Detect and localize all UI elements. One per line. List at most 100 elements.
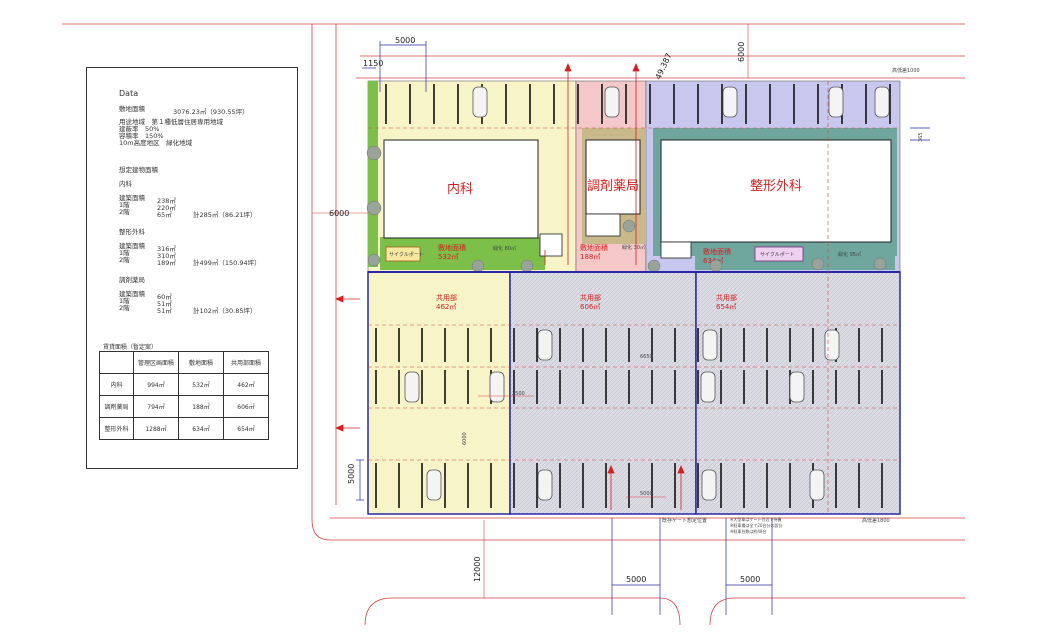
road-lines: [62, 23, 965, 626]
building-name: 整形外科: [119, 228, 145, 236]
bike-port-label: サイクルポート: [760, 251, 795, 258]
area-label: 建築面積: [119, 242, 145, 250]
building-annex: [660, 241, 692, 259]
panel-title: Data: [119, 89, 139, 98]
car-icon: [404, 371, 420, 403]
car-icon: [426, 469, 442, 501]
car-icon: [874, 86, 890, 118]
table-header-row: 管理区画面積 敷地面積 共用部面積: [99, 351, 269, 374]
total-value: 計102㎡（30.85坪）: [193, 307, 257, 315]
floor-label: 2階: [119, 304, 130, 312]
greening-label: 緑化 80㎡: [493, 245, 516, 252]
building-label-seikei: 整形外科: [750, 179, 802, 194]
dimension-lines: [356, 41, 930, 615]
building-naika: [383, 139, 539, 239]
total-value: 計499㎡（150.94坪）: [193, 259, 261, 267]
table-cell: 634㎡: [178, 417, 224, 440]
site-area-value: 3076.23㎡（930.55坪）: [173, 108, 249, 116]
bike-port: [385, 246, 421, 262]
data-panel: Data 敷地面積 3076.23㎡（930.55坪） 用途地域 第１種低層住居…: [86, 67, 298, 469]
common-area-value: 654㎡: [716, 303, 736, 311]
table-cell: 654㎡: [223, 417, 269, 440]
building-seikei: [660, 139, 892, 243]
gate-label: 既存ゲート想定位置: [662, 517, 707, 524]
gate-note: ※大型車はゲート付近で待機: [730, 516, 781, 522]
dim-label: 6650: [640, 354, 653, 360]
car-icon: [809, 469, 825, 501]
tree-icons: [366, 145, 887, 273]
car-icon: [700, 371, 716, 403]
table-header: 共用部面積: [223, 351, 269, 374]
floor-label: 1階: [119, 201, 130, 209]
car-icon: [604, 86, 620, 118]
table-row: 整形外科 1288㎡ 634㎡ 654㎡: [99, 417, 269, 440]
car-icon: [722, 86, 738, 118]
rental-area-title: 賃貸面積（暫定案）: [103, 344, 158, 351]
dim-label: 6000: [737, 42, 746, 62]
car-icon: [824, 329, 840, 361]
car-icon: [701, 469, 717, 501]
area-label: 建築面積: [119, 194, 145, 202]
zoning-line: 用途地域 第１種低層住居専用地域: [119, 118, 223, 126]
dim-label: 5000: [395, 36, 415, 45]
common-area-value: 462㎡: [436, 303, 456, 311]
site-area-label: 敷地面積: [119, 105, 145, 113]
common-area-label: 共用部: [580, 293, 601, 302]
table-cell: 1288㎡: [133, 417, 179, 440]
dim-label: 365: [918, 132, 924, 142]
area-label: 建築面積: [119, 290, 145, 298]
building-annex: [585, 213, 621, 237]
direction-arrows: [334, 62, 685, 510]
common-area-label: 共用部: [436, 293, 457, 302]
building-label-yakkyoku: 調剤薬局: [587, 178, 639, 194]
green-strip: [368, 81, 378, 267]
common-area-label: 共用部: [716, 293, 737, 302]
dim-label: 2500: [512, 391, 525, 397]
gate-note: ※駐車台数は約49台: [730, 528, 766, 534]
floor-label: 1階: [119, 249, 130, 257]
floor-value: 189㎡: [157, 259, 176, 267]
zoning-line: 容積率 150%: [119, 132, 164, 140]
level-label: 高低差1000: [892, 67, 920, 74]
floor-value: 51㎡: [157, 307, 172, 315]
building-name: 内科: [119, 180, 132, 188]
site-area-label: 敷地面積: [438, 243, 466, 252]
building-annex: [539, 233, 563, 257]
car-icon: [489, 371, 505, 403]
planned-title: 想定建物面積: [119, 166, 158, 174]
gate-note: ※駐車場は全て20台分の設計: [730, 522, 782, 528]
bike-port-label: サイクルポート: [389, 251, 424, 258]
level-label: 高低差1800: [862, 517, 890, 524]
red-dimension-lines: [312, 24, 749, 598]
dim-label: 12000: [473, 557, 482, 582]
table-row: 調剤薬局 794㎡ 188㎡ 606㎡: [99, 395, 269, 418]
floor-value: 65㎡: [157, 211, 172, 219]
floor-value: 310㎡: [157, 252, 176, 260]
parking-stalls: [375, 84, 891, 508]
area-value: 238㎡: [157, 197, 176, 205]
building-label-naika: 内科: [447, 181, 473, 197]
car-icon: [789, 371, 805, 403]
dim-label: 5000: [640, 491, 653, 497]
total-value: 計285㎡（86.21坪）: [193, 211, 257, 219]
dim-label: 6000: [329, 209, 349, 218]
greening-label: 緑化 30㎡: [622, 244, 645, 251]
greening-label: 緑化 95㎡: [838, 251, 861, 258]
site-area-value: 532㎡: [438, 253, 458, 261]
bike-port: [754, 246, 804, 262]
car-icon: [702, 329, 718, 361]
floor-label: 2階: [119, 256, 130, 264]
car-icon: [472, 86, 488, 118]
zoning-line: 10m高度地区 緑化地域: [119, 139, 193, 147]
zoning-line: 建蔽率 50%: [119, 125, 160, 133]
building-yakkyoku: [585, 139, 641, 215]
site-area-value: 188㎡: [580, 253, 600, 261]
dim-label: 5000: [626, 575, 646, 584]
dim-label: 6000: [462, 432, 468, 445]
site-area-label: 敷地面積: [703, 247, 731, 256]
car-icon: [537, 469, 553, 501]
floor-label: 1階: [119, 297, 130, 305]
dim-label: 5000: [740, 575, 760, 584]
floor-value: 51㎡: [157, 300, 172, 308]
